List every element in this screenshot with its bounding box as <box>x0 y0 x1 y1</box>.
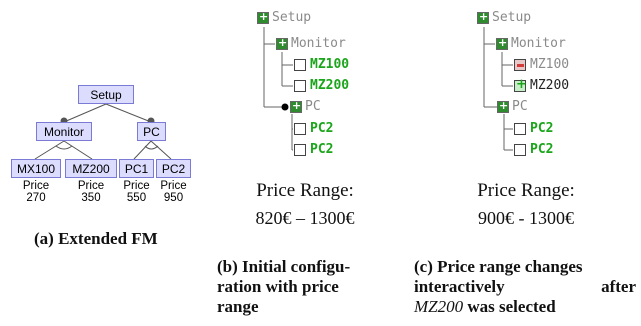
plus-icon: + <box>516 77 527 92</box>
fm-price-pc2: Price 950 <box>156 180 191 204</box>
fm-price-mx100: Price 270 <box>11 180 61 204</box>
tree-c-mz100: MZ100 <box>530 57 570 72</box>
caption-a: (a) Extended FM <box>34 229 158 248</box>
expand-box-setup-b[interactable]: + <box>257 10 269 24</box>
tree-b-pc2-a: PC2 <box>310 121 334 136</box>
caption-c-line2: interactively after <box>414 277 636 297</box>
fm-node-monitor: Monitor <box>36 122 92 141</box>
price-range-value-c: 900€ - 1300€ <box>478 208 574 228</box>
fm-leaf-mz200: MZ200 <box>65 159 117 178</box>
tree-c-monitor: Monitor <box>511 36 566 51</box>
caption-c-line2-left: interactively <box>414 277 505 296</box>
price-value: 950 <box>163 192 184 204</box>
expand-box-setup-c[interactable]: + <box>477 10 489 24</box>
tree-c-pc: PC <box>512 99 528 114</box>
tree-c-lines <box>483 27 513 151</box>
price-label: Price <box>160 180 187 192</box>
checkbox-pc2b-b[interactable] <box>294 144 306 156</box>
checkbox-pc2b-c[interactable] <box>514 144 526 156</box>
price-value: 270 <box>26 192 46 204</box>
tree-c-pc2-b: PC2 <box>530 142 554 157</box>
tree-c-mz200: MZ200 <box>530 78 570 93</box>
caption-b-line3: range <box>217 297 259 316</box>
expand-box-pc-c[interactable]: + <box>497 99 509 113</box>
plus-icon: + <box>278 36 288 49</box>
checkbox-mz100-c-deselected[interactable] <box>514 59 526 71</box>
fm-price-mz200: Price 350 <box>65 180 117 204</box>
fm-leaf-pc2: PC2 <box>156 159 191 178</box>
checkbox-pc2a-b[interactable] <box>294 123 306 135</box>
expand-box-monitor-b[interactable]: + <box>276 36 288 50</box>
fm-node-setup: Setup <box>78 85 134 104</box>
plus-icon: + <box>479 10 489 23</box>
alternative-arc-monitor <box>55 145 73 150</box>
caption-c-line2-right: after <box>601 277 636 296</box>
fm-node-pc: PC <box>137 122 166 141</box>
checkbox-mz200-b[interactable] <box>294 80 306 92</box>
caption-c: (c) Price range changes interactively af… <box>414 257 636 317</box>
tree-b-setup: Setup <box>272 10 312 25</box>
expand-box-pc-b[interactable]: + <box>290 99 302 113</box>
tree-b-monitor: Monitor <box>291 36 346 51</box>
expand-box-monitor-c[interactable]: + <box>496 36 508 50</box>
price-range-title-b: Price Range: <box>256 180 354 201</box>
caption-b-line1: (b) Initial configu- <box>217 257 351 276</box>
mandatory-dot-pc-b <box>281 103 289 111</box>
caption-b-line2: ration with price <box>217 277 339 296</box>
tree-b-mz200: MZ200 <box>310 78 350 93</box>
price-label: Price <box>123 180 150 192</box>
price-label: Price <box>77 180 105 192</box>
tree-c-setup: Setup <box>492 10 532 25</box>
caption-c-math-mz200: MZ200 <box>414 297 464 316</box>
minus-icon <box>517 64 524 67</box>
fm-leaf-pc1: PC1 <box>119 159 154 178</box>
caption-c-line3-rest: was selected <box>463 297 556 316</box>
plus-icon: + <box>292 99 302 112</box>
price-value: 350 <box>81 192 101 204</box>
fm-leaf-mx100: MX100 <box>11 159 61 178</box>
plus-icon: + <box>259 10 269 23</box>
price-value: 550 <box>126 192 147 204</box>
tree-b-pc: PC <box>305 99 321 114</box>
tree-b-pc2-b: PC2 <box>310 142 334 157</box>
plus-icon: + <box>499 99 509 112</box>
price-range-value-b: 820€ – 1300€ <box>255 208 355 228</box>
caption-b: (b) Initial configu- ration with price r… <box>217 257 402 317</box>
price-label: Price <box>22 180 50 192</box>
price-range-title-c: Price Range: <box>477 180 575 201</box>
fm-price-pc1: Price 550 <box>119 180 154 204</box>
alternative-arc-pc <box>144 145 159 150</box>
plus-icon: + <box>498 36 508 49</box>
checkbox-mz100-b[interactable] <box>294 59 306 71</box>
caption-c-line1: (c) Price range changes <box>414 257 583 276</box>
checkbox-mz200-c-selected[interactable]: + <box>514 77 527 92</box>
tree-b-lines <box>263 27 293 151</box>
checkbox-pc2a-c[interactable] <box>514 123 526 135</box>
tree-b-mz100: MZ100 <box>310 57 350 72</box>
caption-c-line3: MZ200 was selected <box>414 297 636 317</box>
tree-c-pc2-a: PC2 <box>530 121 554 136</box>
